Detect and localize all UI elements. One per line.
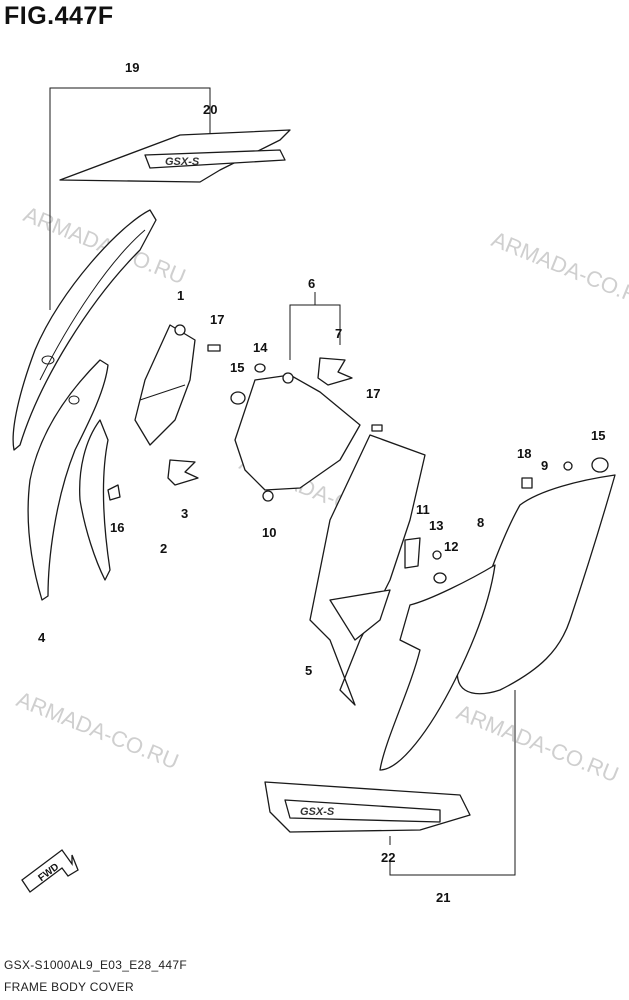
callout: 17	[366, 386, 380, 401]
center-panel	[234, 357, 361, 491]
callout: 11	[416, 502, 430, 517]
callout: 9	[541, 458, 548, 473]
callout: 3	[181, 506, 188, 521]
right-side-cover	[379, 474, 616, 771]
callout: 10	[262, 525, 276, 540]
callout: 18	[517, 446, 531, 461]
callout: 7	[335, 326, 342, 341]
hardware	[107, 344, 609, 584]
callout: 4	[38, 630, 46, 645]
callout: 2	[160, 541, 167, 556]
watermark: ARMADA-CO.RU	[13, 686, 182, 774]
callout: 5	[305, 663, 312, 678]
callout: 21	[436, 890, 450, 905]
figure-title: FIG.447F	[4, 2, 114, 30]
callout: 15	[230, 360, 244, 375]
callout: 6	[308, 276, 315, 291]
callout: 15	[591, 428, 605, 443]
callout: 17	[210, 312, 224, 327]
lower-center-cover	[309, 434, 426, 706]
callout: 1	[177, 288, 184, 303]
inner-cover-left	[134, 324, 199, 486]
callout: 14	[253, 340, 268, 355]
callout: 13	[429, 518, 443, 533]
callout: 12	[444, 539, 458, 554]
leader-19	[49, 87, 211, 310]
callout: 16	[110, 520, 124, 535]
watermark: ARMADA-CO.RU	[453, 699, 622, 787]
watermark: ARMADA-CO.RU	[488, 226, 629, 314]
left-frame-cover	[12, 209, 157, 601]
leader-21	[389, 690, 516, 876]
fwd-arrow: FWD	[21, 849, 79, 893]
decal-text: GSX-S	[165, 156, 200, 168]
callout: 20	[203, 102, 217, 117]
leader-6	[289, 304, 341, 360]
upper-decal: GSX-S	[59, 129, 291, 183]
footer-model-code: GSX-S1000AL9_E03_E28_447F	[4, 958, 187, 972]
footer-section-name: FRAME BODY COVER	[4, 980, 134, 994]
callout: 19	[125, 60, 139, 75]
decal-text: GSX-S	[300, 806, 335, 818]
callout: 22	[381, 850, 395, 865]
callout: 8	[477, 515, 484, 530]
lower-decal: GSX-S	[264, 781, 471, 833]
